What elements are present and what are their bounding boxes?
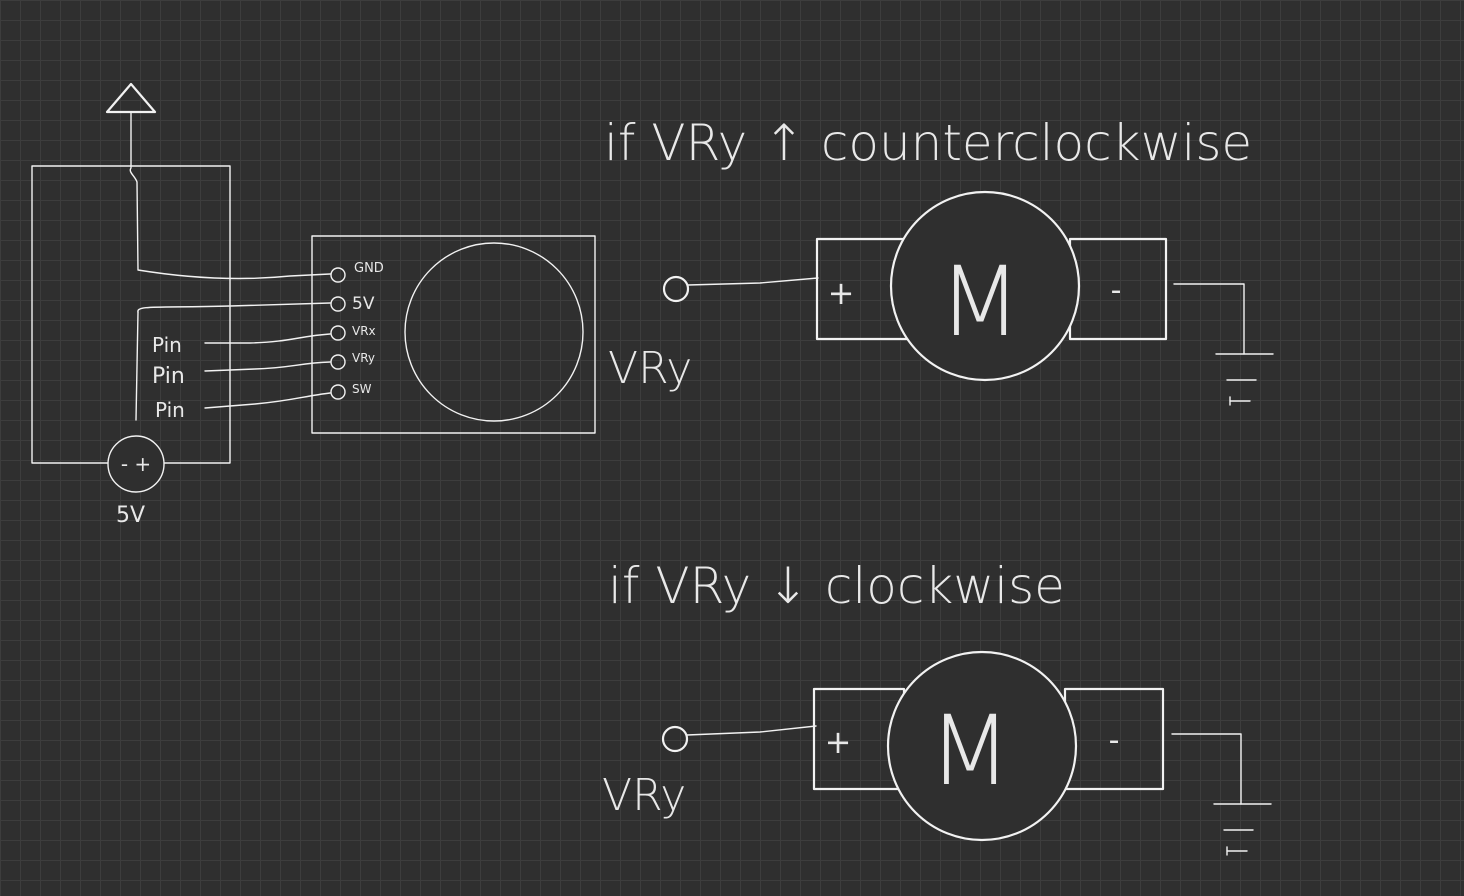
pin-label: Pin: [152, 333, 182, 357]
joystick-body: [311, 235, 596, 434]
pin-bus-line: [135, 311, 139, 421]
minus-label: -: [1109, 723, 1120, 758]
terminal-icon: [330, 354, 346, 370]
motor-label: M: [929, 695, 1012, 807]
power-arrow-symbol: [105, 82, 157, 114]
top-condition-note: if VRy ↑ counterclockwise: [604, 114, 1252, 172]
supply-label: 5V: [116, 503, 145, 528]
minus-label: -: [1111, 273, 1122, 308]
sw-wire: [204, 392, 331, 409]
5v-supply-symbol: - +: [107, 435, 165, 493]
power-wire: [129, 111, 331, 280]
joystick-knob: [404, 242, 584, 422]
terminal-icon: [330, 384, 346, 400]
plus-label: +: [828, 274, 855, 312]
joystick-pin-terminals: [330, 267, 346, 400]
joystick-module: GND 5V VRx VRy SW: [311, 235, 596, 434]
input-terminal-icon: [662, 275, 690, 303]
motor-icon: [889, 190, 1081, 382]
motor-label: M: [939, 246, 1022, 358]
microcontroller: Pin Pin Pin - + 5V: [31, 82, 331, 528]
bottom-input-label: VRy: [602, 770, 686, 821]
ground-icon: [1215, 353, 1274, 406]
motor-icon: [886, 650, 1078, 842]
ground-icon: [1213, 803, 1272, 856]
5v-wire: [137, 302, 331, 313]
joystick-pin-label: GND: [354, 261, 384, 276]
pin-label: Pin: [152, 364, 185, 389]
plus-label: +: [825, 723, 852, 761]
top-motor-circuit: if VRy ↑ counterclockwise VRy M + -: [604, 114, 1274, 406]
input-wire: [687, 277, 819, 286]
terminal-icon: [330, 325, 346, 341]
vry-wire: [204, 361, 331, 372]
joystick-pin-label: 5V: [352, 294, 375, 314]
joystick-pin-label: SW: [352, 382, 372, 396]
supply-polarity: - +: [121, 452, 151, 476]
ground-wire: [1171, 733, 1242, 805]
ground-wire: [1173, 283, 1245, 355]
input-terminal-icon: [661, 725, 689, 753]
top-input-label: VRy: [608, 343, 692, 394]
joystick-pin-label: VRy: [352, 351, 375, 365]
terminal-icon: [330, 296, 346, 312]
joystick-pin-label: VRx: [352, 324, 376, 338]
bottom-condition-note: if VRy ↓ clockwise: [608, 557, 1065, 615]
microcontroller-body: [31, 165, 231, 464]
input-wire: [686, 725, 817, 736]
bottom-motor-circuit: if VRy ↓ clockwise VRy M + -: [602, 557, 1272, 856]
pin-label: Pin: [155, 398, 185, 422]
vrx-wire: [204, 333, 331, 344]
terminal-icon: [330, 267, 346, 283]
